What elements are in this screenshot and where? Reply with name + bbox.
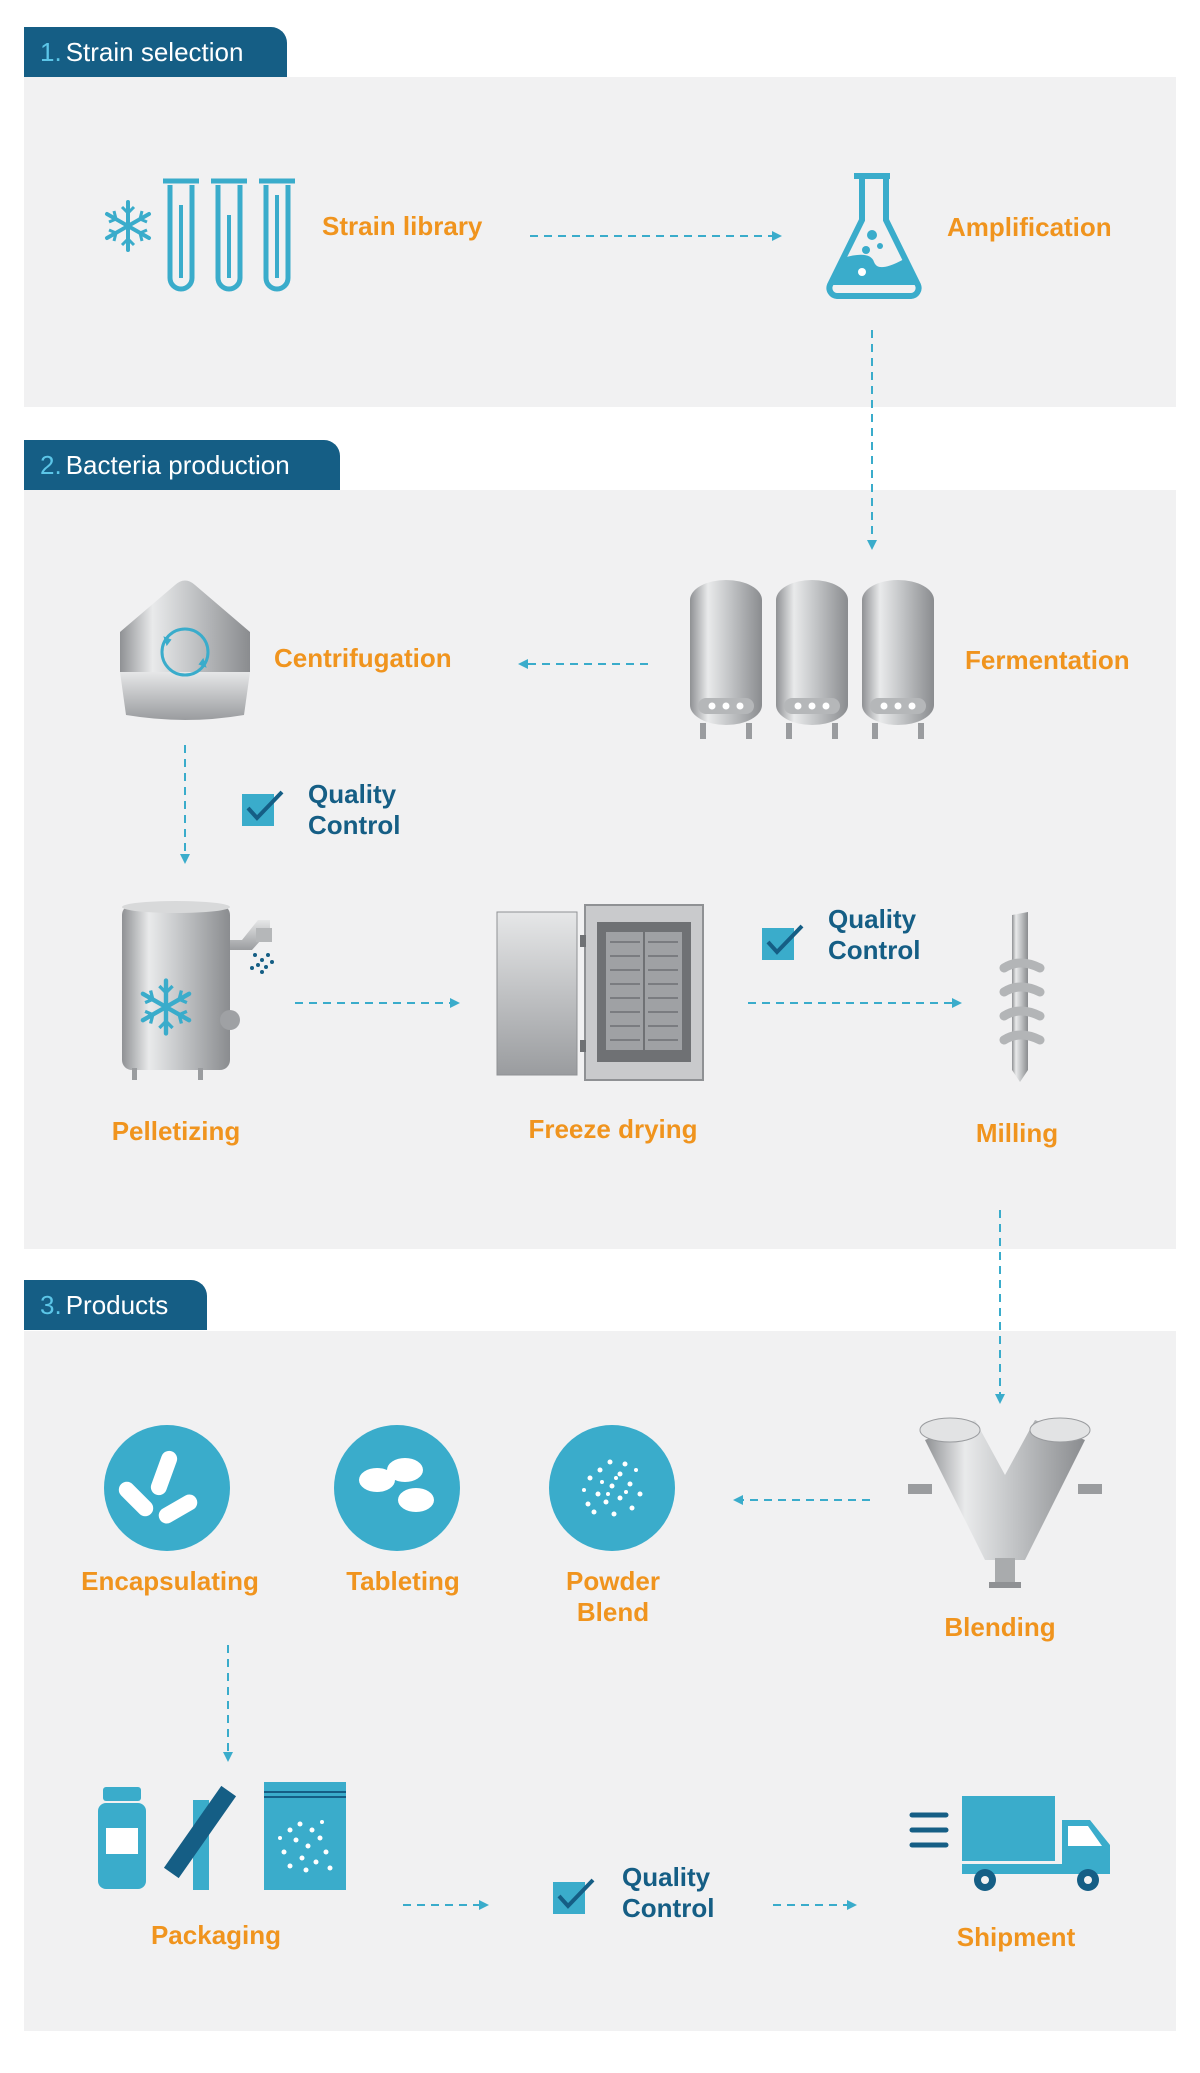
pelletizing-label: Pelletizing	[111, 1116, 241, 1146]
section-title: Bacteria production	[65, 450, 290, 480]
centrifugation-label: Centrifugation	[274, 643, 452, 673]
tablets-icon	[334, 1425, 460, 1551]
pouch-icon	[264, 1782, 346, 1890]
milling-screw-icon	[999, 912, 1045, 1082]
section-number: 2.	[40, 450, 62, 480]
section-title: Products	[65, 1290, 169, 1320]
amplification-label: Amplification	[947, 212, 1112, 242]
qc-line1: Quality	[622, 1862, 711, 1892]
qc-line1: Quality	[308, 779, 397, 809]
quality-control-label: Quality Control	[308, 779, 400, 841]
strain-library-label: Strain library	[322, 211, 483, 241]
packaging-label: Packaging	[150, 1920, 282, 1950]
qc-line2: Control	[828, 935, 921, 965]
fermentation-label: Fermentation	[965, 645, 1130, 675]
qc-line1: Quality	[828, 904, 917, 934]
section-number: 3.	[40, 1290, 62, 1320]
truck-icon	[909, 1796, 1110, 1891]
snowflake-icon	[105, 200, 151, 252]
section-number: 1.	[40, 37, 62, 67]
shipment-label: Shipment	[956, 1922, 1076, 1952]
flask-icon	[826, 173, 922, 299]
quality-control-label: Quality Control	[622, 1862, 714, 1924]
blending-label: Blending	[944, 1612, 1056, 1642]
section-tab-bacteria-production: 2.Bacteria production	[24, 440, 340, 490]
checkmark-icon	[551, 1878, 595, 1916]
freeze-drying-label: Freeze drying	[528, 1114, 698, 1144]
stick-pack-icon	[163, 1785, 237, 1890]
section-tab-strain-selection: 1.Strain selection	[24, 27, 287, 77]
qc-line2: Control	[622, 1893, 715, 1923]
fermentation-tanks-icon	[690, 580, 934, 739]
tableting-label: Tableting	[346, 1566, 460, 1596]
powder-icon	[549, 1425, 675, 1551]
checkmark-icon	[240, 790, 284, 828]
blender-icon	[908, 1417, 1102, 1588]
encapsulating-label: Encapsulating	[81, 1566, 259, 1596]
milling-label: Milling	[975, 1118, 1059, 1148]
freeze-dryer-icon	[496, 904, 704, 1081]
capsules-icon	[104, 1425, 230, 1551]
pelletizer-icon	[122, 901, 274, 1080]
centrifuge-icon	[120, 580, 250, 720]
test-tubes-icon	[163, 178, 295, 292]
section-title: Strain selection	[65, 37, 244, 67]
quality-control-label: Quality Control	[828, 904, 920, 966]
section-tab-products: 3.Products	[24, 1280, 207, 1330]
checkmark-icon	[760, 924, 804, 962]
bottle-icon	[98, 1787, 146, 1889]
powder-blend-label: Powder Blend	[566, 1566, 660, 1628]
powder-blend-line2: Blend	[576, 1597, 650, 1627]
qc-line2: Control	[308, 810, 401, 840]
powder-blend-line1: Powder	[566, 1566, 660, 1596]
